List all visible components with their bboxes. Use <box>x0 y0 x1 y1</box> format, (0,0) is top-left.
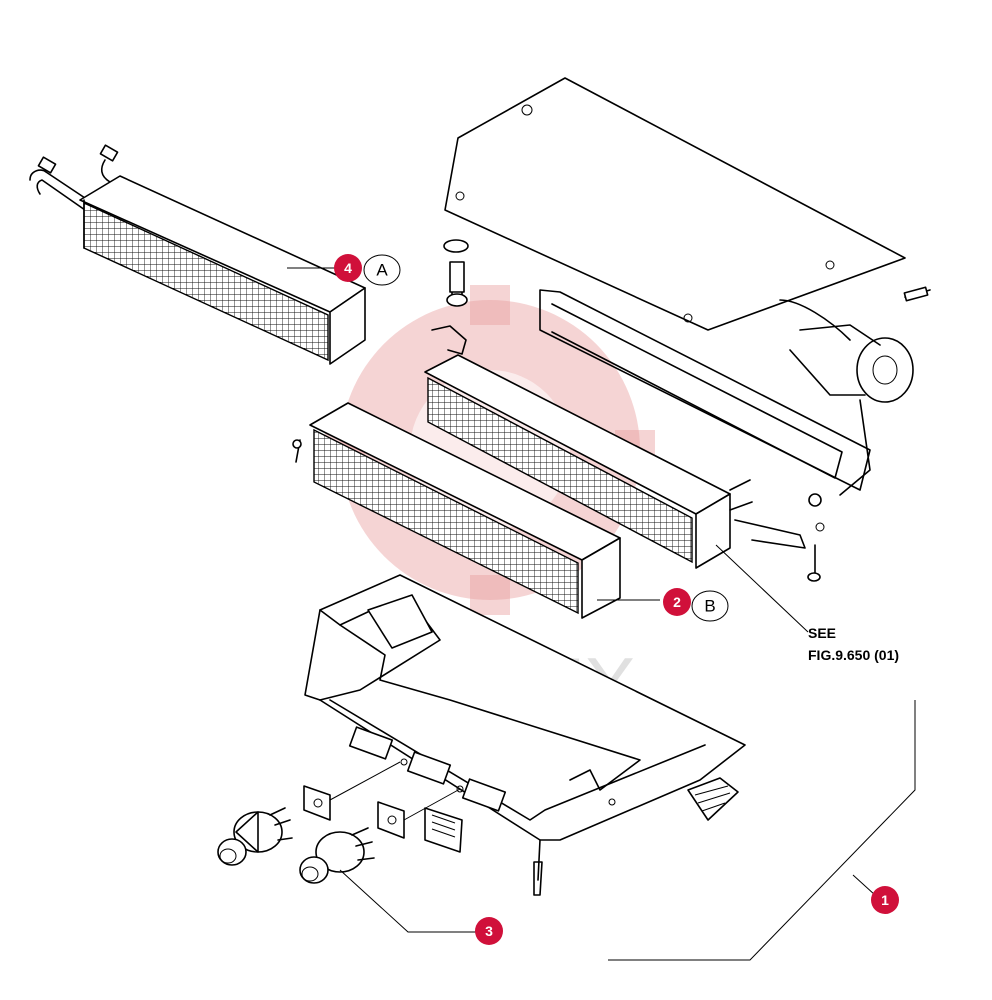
console-frame <box>304 574 746 896</box>
heater-core-a <box>29 144 366 365</box>
leader-line-ref <box>715 544 809 633</box>
rotary-switch-left <box>217 807 293 866</box>
callout-4[interactable]: 4 <box>334 254 362 282</box>
side-grille <box>687 777 739 821</box>
rotary-switch-right <box>299 827 375 884</box>
heater-core-b <box>292 402 621 619</box>
heater-core-middle <box>424 354 825 582</box>
housing-cover-plate <box>444 77 931 507</box>
mounting-bracket <box>431 325 467 355</box>
svg-text:A: A <box>376 261 388 280</box>
letter-b-badge: B <box>691 590 729 622</box>
cover-bolt <box>443 239 469 307</box>
svg-text:B: B <box>704 597 715 616</box>
reference-line-2: FIG.9.650 (01) <box>808 647 899 663</box>
leader-line-3 <box>339 869 478 933</box>
callout-1[interactable]: 1 <box>871 886 899 914</box>
callout-2[interactable]: 2 <box>663 588 691 616</box>
leader-line-1 <box>608 700 916 961</box>
switch-components <box>303 761 463 853</box>
letter-a-badge: A <box>363 254 401 286</box>
reference-line-1: SEE <box>808 625 836 641</box>
callout-3[interactable]: 3 <box>475 917 503 945</box>
